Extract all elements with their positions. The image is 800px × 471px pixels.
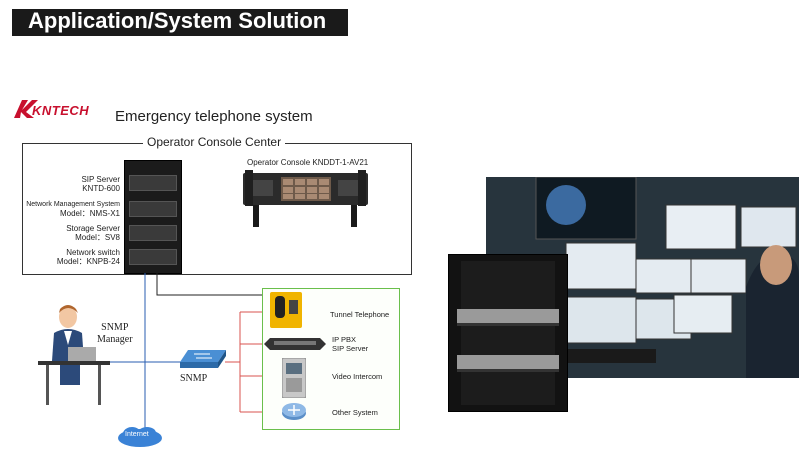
- snmp-manager-line2: Manager: [97, 334, 133, 345]
- rack-unit-switch: [129, 249, 177, 265]
- snmp-manager-person-icon: [38, 305, 110, 405]
- equipment-rack-illustration: [449, 255, 567, 411]
- ip-pbx-icon: [264, 338, 326, 350]
- rack-unit-sip: [129, 175, 177, 191]
- server-rack: [124, 160, 182, 274]
- switch-line1: Network switch: [66, 248, 120, 257]
- storage-label: Storage Server Model：SV8: [40, 224, 120, 242]
- ip-pbx-line2: SIP Server: [332, 344, 369, 353]
- snmp-label: SNMP: [180, 373, 208, 384]
- sip-server-label: SIP Server KNTD-600: [40, 175, 120, 193]
- switch-label: Network switch Model：KNPB-24: [40, 248, 120, 266]
- page-title: Application/System Solution: [28, 8, 327, 33]
- operator-console-illustration: [243, 170, 368, 227]
- other-system-icon: [282, 403, 306, 420]
- sip-server-line1: SIP Server: [81, 175, 120, 184]
- system-title: Emergency telephone system: [115, 108, 313, 125]
- ip-pbx-line1: IP PBX: [332, 335, 357, 344]
- console-center-label: Operator Console Center: [143, 135, 286, 149]
- tunnel-telephone-icon: [270, 292, 302, 328]
- snmp-manager-label: SNMP Manager: [97, 322, 133, 346]
- internet-label: Internet: [125, 431, 149, 438]
- nms-line1: Network Management System: [26, 201, 120, 208]
- snmp-manager-line1: SNMP: [101, 322, 129, 333]
- rack-unit-nms: [129, 201, 177, 217]
- storage-line1: Storage Server: [66, 224, 120, 233]
- equipment-rack-photo: [448, 254, 568, 412]
- internet-cloud-icon: [118, 427, 162, 447]
- switch-line2: Model：KNPB-24: [56, 257, 120, 266]
- sip-server-line2: KNTD-600: [82, 184, 120, 193]
- rack-unit-storage: [129, 225, 177, 241]
- network-switch-icon: [180, 350, 226, 368]
- nms-line2: Model：NMS-X1: [59, 209, 120, 218]
- header-bar: [12, 9, 348, 36]
- video-intercom-icon: [282, 358, 306, 398]
- tunnel-telephone-label: Tunnel Telephone: [330, 310, 390, 319]
- kntech-logo: [14, 100, 38, 118]
- ip-pbx-label: IP PBX SIP Server: [332, 335, 368, 353]
- operator-console-label: Operator Console KNDDT-1-AV21: [247, 158, 369, 167]
- video-intercom-label: Video Intercom: [332, 372, 383, 381]
- nms-label: Network Management System Model：NMS-X1: [20, 200, 120, 218]
- storage-line2: Model：SV8: [75, 233, 120, 242]
- other-system-label: Other System: [332, 408, 378, 417]
- brand-name: KNTECH: [32, 103, 90, 118]
